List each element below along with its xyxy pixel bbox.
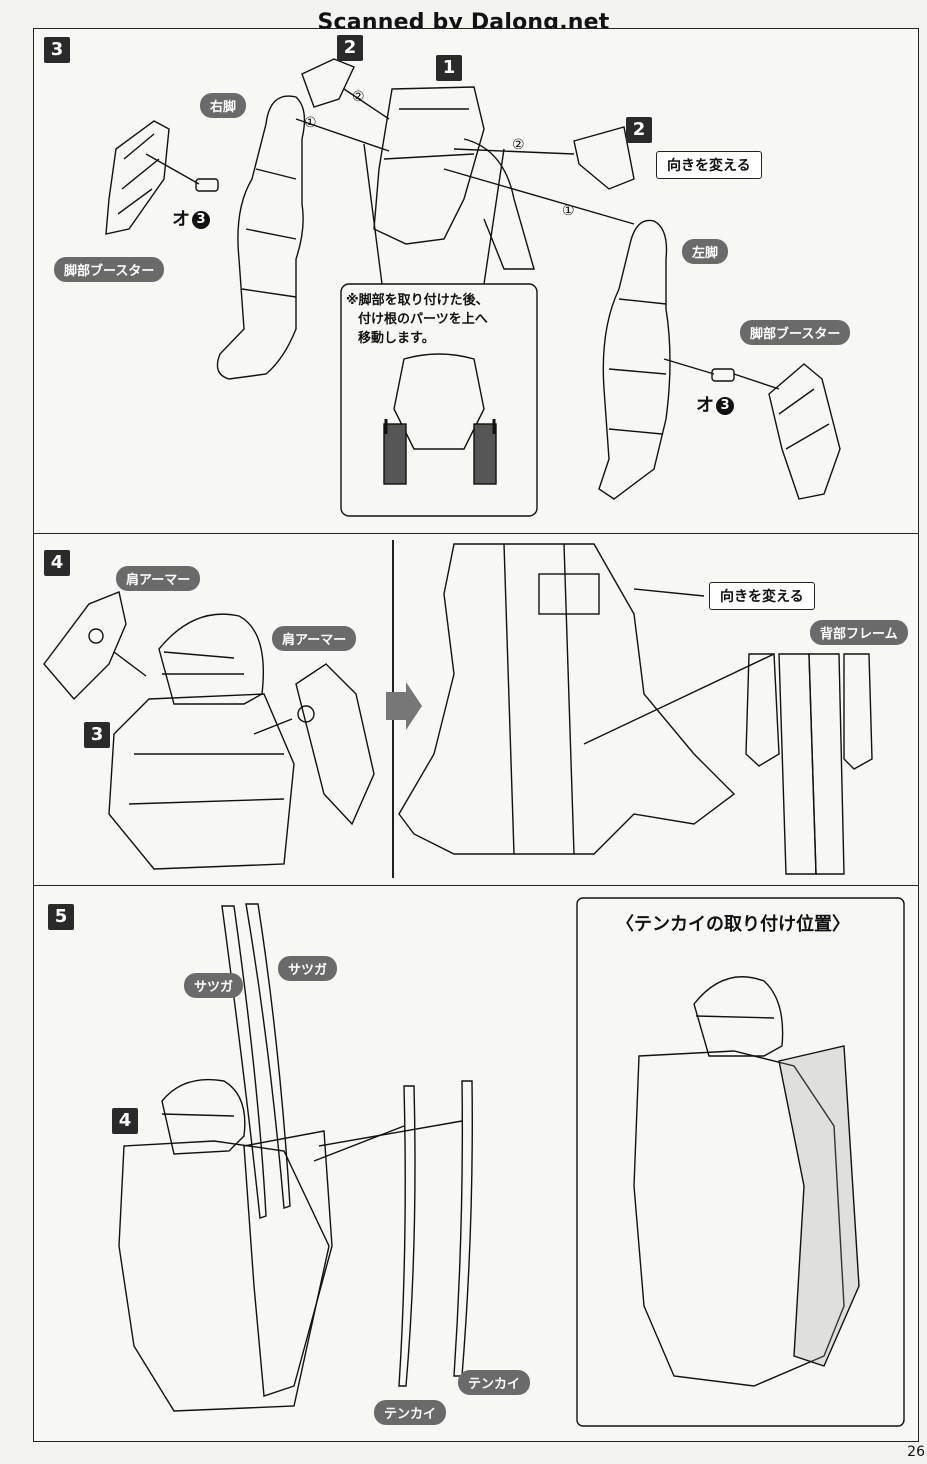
step3-circle-1b: ①: [562, 203, 575, 219]
label-shoulder-armor-1: 肩アーマー: [116, 566, 201, 591]
step4-illustration: [43, 543, 873, 875]
label-tenkai-2: テンカイ: [458, 1370, 531, 1395]
step3-note: ※脚部を取り付けた後、 付け根のパーツを上へ 移動します。: [346, 291, 489, 348]
note-line-3: 移動します。: [358, 331, 435, 346]
step4-number: 4: [44, 550, 70, 576]
step3-part-2-top: 2: [337, 35, 363, 61]
o3-prefix: オ: [696, 395, 714, 416]
step3-circle-2b: ②: [512, 137, 525, 153]
o3-badge: 3: [192, 211, 210, 229]
o3-badge: 3: [716, 397, 734, 415]
label-left-leg: 左脚: [682, 239, 729, 264]
label-tenkai-1: テンカイ: [374, 1400, 447, 1425]
o3-prefix: オ: [172, 209, 190, 230]
callout-change-direction-3: 向きを変える: [656, 151, 762, 179]
step3-circle-2a: ②: [352, 89, 365, 105]
inset-title: 〈テンカイの取り付け位置〉: [616, 914, 850, 935]
label-leg-booster-right: 脚部ブースター: [740, 320, 851, 345]
step3-part-2-right: 2: [626, 117, 652, 143]
label-shoulder-armor-2: 肩アーマー: [272, 626, 357, 651]
label-right-leg: 右脚: [200, 93, 247, 118]
step3-part-1: 1: [436, 55, 462, 81]
label-satsuga-1: サツガ: [184, 973, 244, 998]
step3-panel: 3: [33, 28, 919, 535]
note-line-1: ※脚部を取り付けた後、: [346, 293, 489, 308]
step4-ref-3: 3: [84, 722, 110, 748]
step4-panel: 4 3: [33, 533, 919, 887]
label-satsuga-2: サツガ: [278, 956, 338, 981]
step5-panel: 5 4 サツガ サツガ テンカイ テンカイ 〈テンカイの取: [33, 885, 919, 1442]
step3-number: 3: [44, 37, 70, 63]
label-leg-booster-left: 脚部ブースター: [54, 257, 165, 282]
step5-number: 5: [48, 904, 74, 930]
note-line-2: 付け根のパーツを上へ: [358, 312, 488, 327]
callout-change-direction-4: 向きを変える: [709, 582, 815, 610]
step3-illustration: [105, 58, 841, 517]
page-number: 26: [907, 1444, 925, 1460]
step5-illustration: [118, 897, 905, 1427]
step3-circle-1a: ①: [304, 115, 317, 131]
step5-ref-4: 4: [112, 1108, 138, 1134]
label-back-frame: 背部フレーム: [810, 620, 908, 645]
